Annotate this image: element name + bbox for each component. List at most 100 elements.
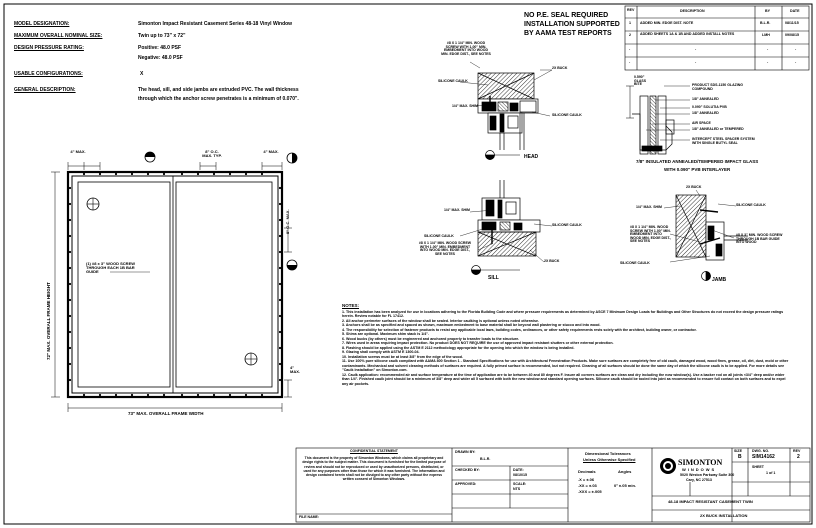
config-label: USABLE CONFIGURATIONS:: [14, 71, 83, 77]
head-silicone-caulk-right: SILICONE CAULK: [552, 113, 582, 117]
glazing-label-3: 0.090" SOLUTIA PVB: [692, 105, 727, 109]
drawn-by-label: DRAWN BY:: [455, 450, 476, 454]
desc-line-1: The head, sill, and side jambs are extru…: [138, 87, 299, 93]
seal-line-2: INSTALLATION SUPPORTED: [524, 21, 620, 28]
glazing-title-1: 7/8" INSULATED ANNEALED/TEMPERED IMPACT …: [636, 159, 759, 164]
tolerance-angle-value: 0° ±.05 min.: [614, 483, 637, 488]
glazing-label-6: 1/8" ANNEALED or TEMPERED: [692, 127, 744, 131]
head-silicone-caulk-left: SILICONE CAULK: [438, 79, 468, 83]
rev-header-date: DATE: [790, 9, 800, 13]
revision-table-lines: [624, 5, 810, 71]
tolerance-title: Dimensional Tolerances: [585, 451, 631, 456]
dim-top-mid: 8" O.C. MAX. TYP.: [202, 149, 222, 158]
tolerance-angles: Angles: [618, 469, 632, 474]
jamb-buck: 2X BUCK: [686, 185, 702, 189]
note-item: 11. Use 100% pure silicone caulk complia…: [342, 359, 789, 373]
jamb-title: JAMB: [712, 277, 727, 283]
glazing-label-1: PRODUCT SDS-1150 GLAZING COMPOUND: [692, 83, 743, 91]
title-block-lines: [295, 447, 811, 523]
glazing-label-4: 1/8" ANNEALED: [692, 111, 719, 115]
glazing-title-2: WITH 0.090" PVB INTERLAYER: [664, 167, 731, 172]
pressure-label: DESIGN PRESSURE RATING:: [14, 45, 84, 51]
note-item: 4. The responsibility for selection of f…: [342, 327, 697, 332]
rev-row-2-date: 09/08/15: [785, 33, 799, 37]
rev-row-1-rev: 1: [629, 21, 631, 25]
sill-shim: 1/4" MAX. SHIM: [444, 208, 470, 212]
head-detail: [459, 61, 553, 160]
pressure-positive: Positive: 48.0 PSF: [138, 45, 182, 51]
size-value: Twin up to 73" x 72": [138, 33, 186, 39]
sheet-label: SHEET: [752, 465, 764, 469]
rev-label-tb: REV: [793, 449, 801, 453]
elevation-screw-note: (1) #8 x 3" WOOD SCREW THROUGH EACH 1B B…: [86, 261, 136, 274]
head-shim: 1/4" MAX. SHIM: [452, 104, 478, 108]
rev-row-3-rev: -: [629, 47, 631, 51]
sill-silicone-caulk-right: SILICONE CAULK: [552, 223, 582, 227]
glazing-label-2: 1/8" ANNEALED: [692, 97, 719, 101]
date-value: 08/10/15: [513, 473, 527, 477]
head-buck: 2X BUCK: [552, 66, 568, 70]
glass-bite: 0.590" GLASS BITE: [634, 75, 647, 86]
dwg-no-value: SIM14162: [752, 454, 775, 460]
sill-title: SILL: [488, 275, 499, 281]
scale-value: NTS: [513, 487, 521, 491]
dim-top-left: 4" MAX.: [70, 149, 86, 154]
dwg-no-label: DWG. NO.: [752, 449, 770, 453]
rev-row-1-date: 08/11/15: [785, 21, 799, 25]
rev-row-2-rev: 2: [629, 33, 631, 37]
note-item: 9. Glazing shall comply with ASTM E 1300…: [342, 350, 420, 355]
notes-title: NOTES:: [342, 303, 360, 308]
company-name: SIMONTON: [678, 458, 723, 467]
rev-row-1-desc: ADDED MIN. EDGE DIST. NOTE: [640, 21, 694, 25]
head-title: HEAD: [524, 154, 539, 160]
jamb-detail: [663, 189, 748, 281]
rev-header-desc: DESCRIPTION: [680, 9, 705, 13]
dim-top-right: 4" MAX.: [263, 149, 279, 154]
note-item: 2. All anchor perimeter surfaces of the …: [342, 318, 539, 323]
sill-screw-note: #8 X 1 1/4" MIN. WOOD SCREW WITH 1.00" M…: [418, 241, 472, 256]
rev-value-tb: 2: [797, 454, 800, 460]
scale-label: SCALE:: [513, 482, 527, 486]
jamb-silicone-caulk: SILICONE CAULK: [736, 203, 766, 207]
jamb-silicone-caulk-bottom: SILICONE CAULK: [620, 261, 650, 265]
rev-row-4-rev: -: [629, 60, 631, 64]
confidential-text: This document is the property of Simonto…: [302, 456, 446, 482]
seal-line-3: BY AAMA TEST REPORTS: [524, 30, 612, 37]
sheet-value: 1 of 1: [766, 471, 776, 475]
rev-row-4-date: -: [795, 60, 797, 64]
tolerance-xx: .XX = ±.03: [578, 483, 597, 488]
sill-buck: 2X BUCK: [544, 259, 560, 263]
jamb-screw-left: #8 X 1 1/4" MIN. WOOD SCREW WITH 1.00" M…: [630, 225, 672, 243]
head-screw-note: #8 X 1 1/4" MIN. WOOD SCREW WITH 1.00" M…: [441, 41, 491, 56]
rev-row-4-by: -: [767, 60, 769, 64]
note-item: 1. This installation has been analyzed f…: [342, 310, 784, 319]
pressure-negative: Negative: 48.0 PSF: [138, 55, 183, 61]
tolerance-decimals: Decimals: [578, 469, 596, 474]
note-item: 6. Wood bucks (by others) must be engine…: [342, 336, 520, 341]
checked-by-label: CHECKED BY:: [455, 468, 480, 472]
note-item: 12. Caulk application: recommended air a…: [342, 372, 786, 386]
rev-header-by: BY: [765, 9, 770, 13]
height-label: 72" MAX. OVERALL FRAME HEIGHT: [46, 282, 51, 360]
sheet-border: [3, 3, 813, 525]
date-label: DATE:: [513, 468, 524, 472]
note-item: 8. Flashing should be applied using the …: [342, 345, 575, 350]
notes-list: 1. This installation has been analyzed f…: [342, 310, 790, 386]
tolerance-xxx: .XXX = ±.005: [578, 489, 602, 494]
jamb-shim: 1/4" MAX. SHIM: [636, 205, 662, 209]
approved-label: APPROVED:: [455, 482, 477, 486]
company-sub: WINDOWS: [682, 467, 717, 472]
rev-row-2-desc: ADDED SHEETS 1A & 1B AND ADDED INSTALL N…: [640, 32, 735, 36]
rev-row-1-by: B.L.R.: [760, 21, 771, 25]
note-item: 10. Installation screws must be at least…: [342, 354, 463, 359]
sill-silicone-caulk-left: SILICONE CAULK: [424, 234, 454, 238]
file-name-label: FILE NAME:: [299, 515, 320, 519]
config-value: X: [140, 71, 144, 77]
company-logo-mark: [660, 458, 676, 474]
rev-header-rev: REV: [627, 8, 635, 12]
tolerance-x: .X = ±.06: [578, 477, 595, 482]
size-value-tb: B: [738, 454, 742, 460]
note-item: 3. Anchors shall be as specified and spa…: [342, 323, 601, 328]
